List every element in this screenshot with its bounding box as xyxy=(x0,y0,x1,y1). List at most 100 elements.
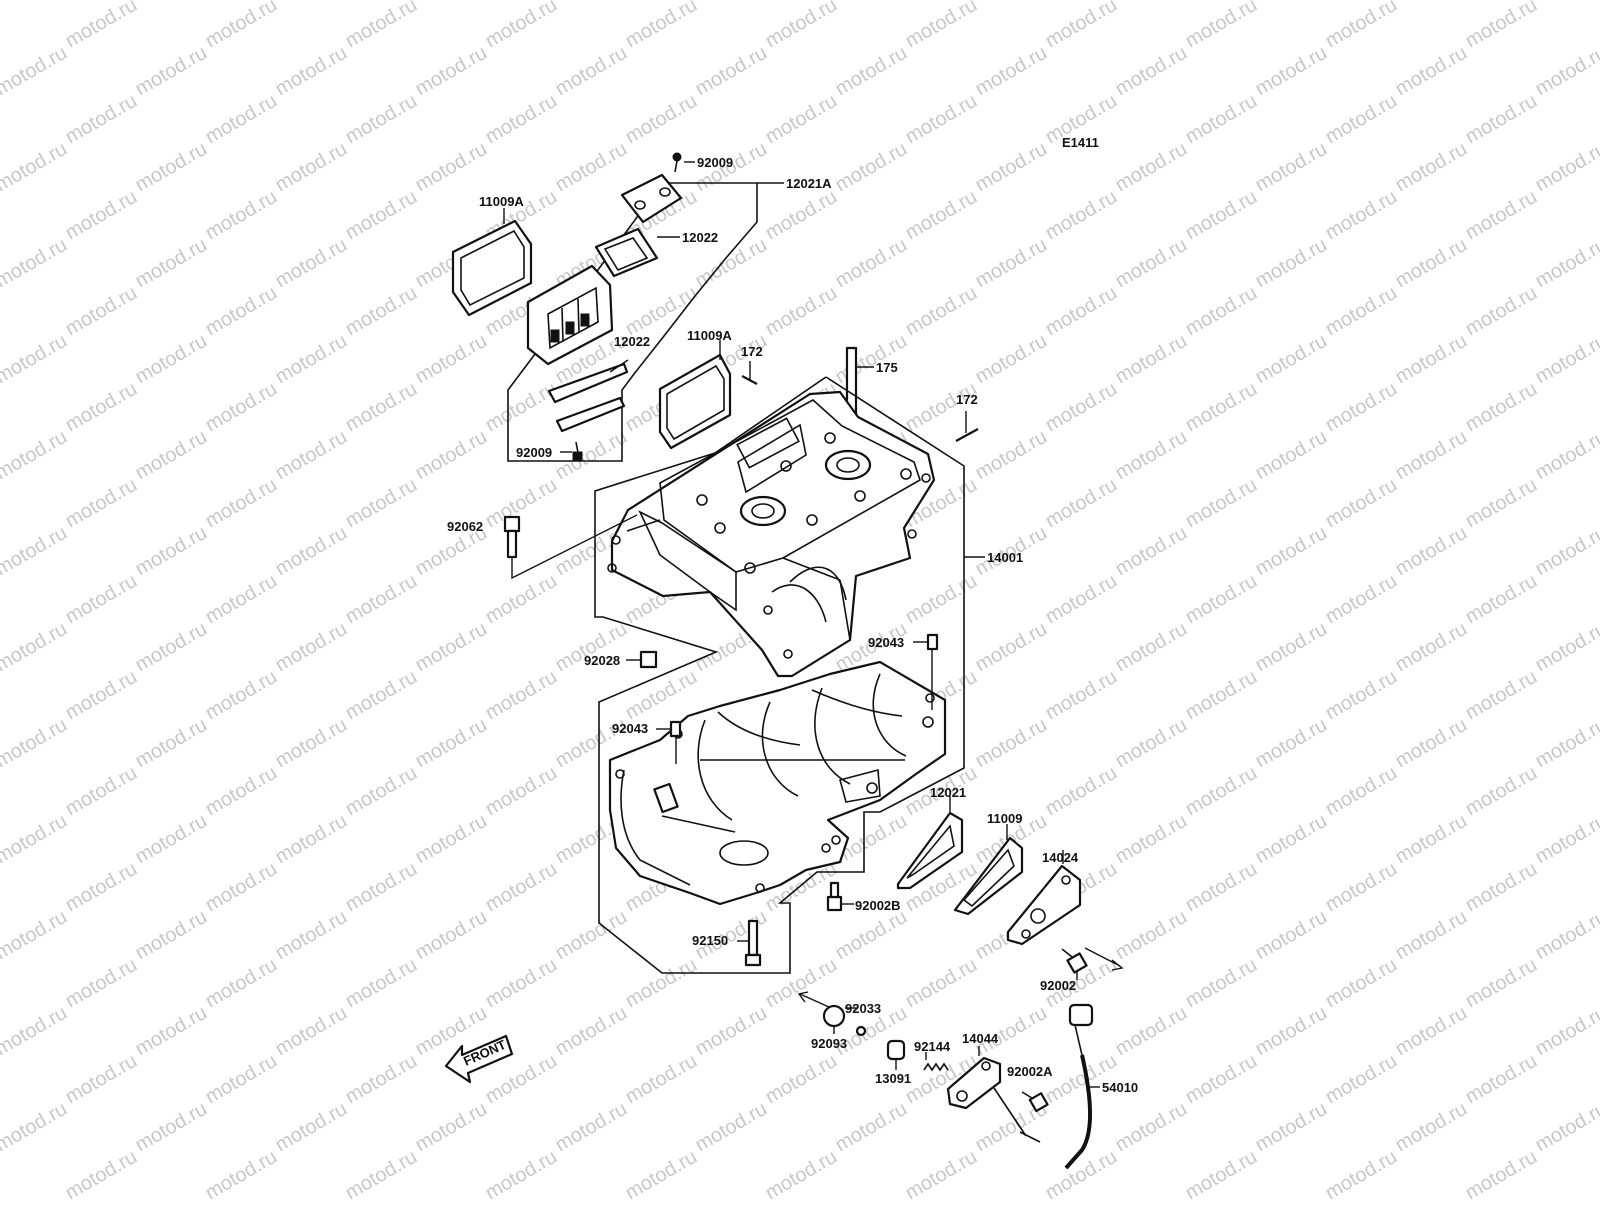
watermark-text: motod.ru xyxy=(132,42,211,101)
watermark-text: motod.ru xyxy=(692,0,771,4)
watermark-text: motod.ru xyxy=(202,474,281,533)
watermark-text: motod.ru xyxy=(832,906,911,965)
watermark-text: motod.ru xyxy=(1182,858,1261,917)
watermark-text: motod.ru xyxy=(202,1146,281,1200)
watermark-text: motod.ru xyxy=(342,666,421,725)
callout-label: 11009 xyxy=(987,811,1022,826)
watermark-text: motod.ru xyxy=(762,186,841,245)
watermark-text: motod.ru xyxy=(1112,1098,1191,1157)
watermark-text: motod.ru xyxy=(272,234,351,293)
watermark-text: motod.ru xyxy=(132,522,211,581)
watermark-text: motod.ru xyxy=(1322,858,1401,917)
watermark-text: motod.ru xyxy=(552,1002,631,1061)
watermark-text: motod.ru xyxy=(692,1098,771,1157)
watermark-text: motod.ru xyxy=(1112,522,1191,581)
callout-label: 92033 xyxy=(845,1001,881,1016)
watermark-text: motod.ru xyxy=(272,1002,351,1061)
stud-172-right xyxy=(956,411,978,441)
watermark-text: motod.ru xyxy=(1392,42,1471,101)
watermark-text: motod.ru xyxy=(202,0,281,52)
watermark-text: motod.ru xyxy=(342,1050,421,1109)
watermark-text: motod.ru xyxy=(1182,0,1261,52)
watermark-text: motod.ru xyxy=(1322,1050,1401,1109)
nut-92028 xyxy=(626,652,656,667)
watermark-text: motod.ru xyxy=(412,906,491,965)
watermark-text: motod.ru xyxy=(762,1146,841,1200)
watermark-text: motod.ru xyxy=(202,666,281,725)
watermark-text: motod.ru xyxy=(0,714,71,773)
watermark-text: motod.ru xyxy=(1042,0,1121,52)
reed-petals-top xyxy=(596,229,680,276)
callout-label: 54010 xyxy=(1102,1080,1138,1095)
watermark-text: motod.ru xyxy=(972,138,1051,197)
watermark-text: motod.ru xyxy=(902,378,981,437)
watermark-text: motod.ru xyxy=(412,714,491,773)
watermark-text: motod.ru xyxy=(972,714,1051,773)
watermark-text: motod.ru xyxy=(762,0,841,52)
watermark-text: motod.ru xyxy=(1462,858,1541,917)
watermark-text: motod.ru xyxy=(1182,570,1261,629)
watermark-text: motod.ru xyxy=(692,1002,771,1061)
watermark-text: motod.ru xyxy=(342,282,421,341)
watermark-text: motod.ru xyxy=(692,42,771,101)
watermark-text: motod.ru xyxy=(902,282,981,341)
callout-label: 92009 xyxy=(516,445,552,460)
watermark-text: motod.ru xyxy=(1532,42,1600,101)
watermark-text: motod.ru xyxy=(1462,474,1541,533)
callout-label: 92150 xyxy=(692,933,728,948)
watermark-text: motod.ru xyxy=(832,138,911,197)
watermark-text: motod.ru xyxy=(62,186,141,245)
watermark-text: motod.ru xyxy=(482,474,561,533)
watermark-text: motod.ru xyxy=(1182,666,1261,725)
callout-label: 13091 xyxy=(875,1071,911,1086)
watermark-text: motod.ru xyxy=(342,570,421,629)
watermark-text: motod.ru xyxy=(1462,570,1541,629)
watermark-text: motod.ru xyxy=(1322,0,1401,52)
watermark-text: motod.ru xyxy=(272,330,351,389)
watermark-text: motod.ru xyxy=(0,426,71,485)
watermark-text: motod.ru xyxy=(832,234,911,293)
callout-label: 92093 xyxy=(811,1036,847,1051)
watermark-text: motod.ru xyxy=(0,522,71,581)
watermark-text: motod.ru xyxy=(412,426,491,485)
watermark-text: motod.ru xyxy=(412,1098,491,1157)
watermark-text: motod.ru xyxy=(1392,426,1471,485)
watermark-text: motod.ru xyxy=(272,714,351,773)
front-arrow: FRONT xyxy=(446,1036,512,1082)
watermark-text: motod.ru xyxy=(62,954,141,1013)
watermark-text: motod.ru xyxy=(62,378,141,437)
watermark-text: motod.ru xyxy=(342,858,421,917)
watermark-text: motod.ru xyxy=(342,378,421,437)
watermark-text: motod.ru xyxy=(832,42,911,101)
watermark-text: motod.ru xyxy=(972,618,1051,677)
watermark-text: motod.ru xyxy=(1252,0,1331,4)
watermark-text: motod.ru xyxy=(1042,762,1121,821)
watermark-text: motod.ru xyxy=(832,330,911,389)
watermark-text: motod.ru xyxy=(902,90,981,149)
watermark-text: motod.ru xyxy=(1532,1098,1600,1157)
watermark-text: motod.ru xyxy=(482,570,561,629)
watermark-text: motod.ru xyxy=(1322,474,1401,533)
callout-label: 172 xyxy=(741,344,763,359)
watermark-text: motod.ru xyxy=(1532,810,1600,869)
watermark-text: motod.ru xyxy=(342,90,421,149)
callout-label: 92144 xyxy=(914,1039,951,1054)
watermark-text: motod.ru xyxy=(552,138,631,197)
watermark-text: motod.ru xyxy=(1392,906,1471,965)
watermark-text: motod.ru xyxy=(62,1146,141,1200)
watermark-text: motod.ru xyxy=(552,426,631,485)
watermark-text: motod.ru xyxy=(1042,1146,1121,1200)
watermark-text: motod.ru xyxy=(412,0,491,4)
watermark-text: motod.ru xyxy=(1532,522,1600,581)
callout-label: 14024 xyxy=(1042,850,1079,865)
watermark-text: motod.ru xyxy=(202,858,281,917)
watermark-text: motod.ru xyxy=(1322,666,1401,725)
watermark-text: motod.ru xyxy=(1042,186,1121,245)
watermark-text: motod.ru xyxy=(272,522,351,581)
callout-label: 12021 xyxy=(930,785,966,800)
watermark-text: motod.ru xyxy=(832,0,911,4)
watermark-text: motod.ru xyxy=(1252,426,1331,485)
watermark-text: motod.ru xyxy=(482,378,561,437)
watermark-text: motod.ru xyxy=(202,570,281,629)
watermark-text: motod.ru xyxy=(0,138,71,197)
